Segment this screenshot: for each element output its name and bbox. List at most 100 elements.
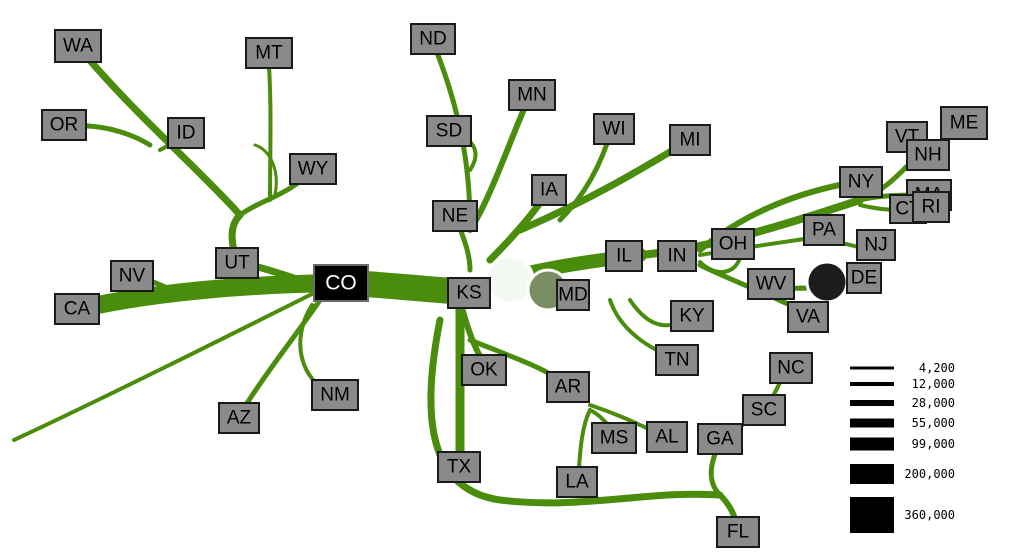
state-label-text: LA	[565, 472, 589, 493]
state-label-ga: GA	[697, 423, 743, 455]
state-label-wa: WA	[54, 29, 102, 63]
state-label-text: MS	[600, 428, 629, 449]
state-label-wi: WI	[593, 113, 635, 145]
state-label-text: IN	[668, 246, 687, 267]
flow-trunk-west	[66, 274, 349, 319]
state-label-text: GA	[706, 429, 734, 450]
state-label-mt: MT	[245, 37, 293, 69]
state-label-text: AL	[655, 427, 678, 448]
state-label-ky: KY	[670, 300, 714, 332]
state-label-text: MT	[255, 43, 283, 64]
state-label-text: WI	[602, 119, 625, 140]
state-label-text: SC	[751, 400, 777, 421]
state-label-ms: MS	[591, 422, 637, 454]
state-label-me: ME	[940, 106, 988, 140]
state-label-ri: RI	[912, 191, 950, 223]
legend-swatch	[850, 418, 894, 428]
state-label-tx: TX	[437, 451, 481, 483]
state-label-text: IA	[540, 180, 558, 201]
state-label-text: KS	[456, 283, 481, 304]
state-label-ny: NY	[839, 166, 883, 198]
state-label-text: SD	[436, 121, 462, 142]
legend-swatch	[850, 464, 894, 484]
state-label-text: AR	[555, 377, 581, 398]
state-label-text: FL	[727, 522, 749, 543]
state-label-sd: SD	[426, 115, 472, 147]
state-label-text: WV	[756, 274, 787, 295]
flow-branch-mn	[467, 92, 533, 233]
origin-hub-label: CO	[313, 264, 369, 302]
state-label-nc: NC	[769, 352, 813, 384]
flow-branch-wy2	[253, 143, 278, 197]
state-label-text: NE	[442, 206, 468, 227]
state-label-mn: MN	[508, 79, 556, 111]
state-label-text: OR	[50, 115, 79, 136]
state-label-pa: PA	[803, 214, 845, 246]
state-label-text: WY	[298, 159, 329, 180]
flow-branch-wa-or	[73, 41, 244, 219]
state-label-va: VA	[787, 301, 829, 333]
state-label-text: PA	[812, 220, 836, 241]
state-label-text: WA	[63, 36, 93, 57]
legend-value: 4,200	[919, 361, 955, 375]
marker-dark	[805, 260, 849, 304]
state-label-id: ID	[167, 117, 205, 149]
state-label-nm: NM	[311, 379, 359, 411]
state-label-nj: NJ	[856, 229, 896, 261]
state-label-text: NJ	[864, 235, 887, 256]
flow-branch-mt	[266, 50, 273, 202]
state-label-mi: MI	[669, 124, 711, 156]
legend-swatch	[850, 400, 894, 406]
state-label-or: OR	[41, 109, 87, 141]
state-label-md: MD	[556, 279, 590, 311]
state-label-text: MD	[558, 285, 588, 306]
state-label-text: KY	[679, 306, 705, 327]
legend-swatch	[850, 366, 894, 370]
state-label-text: UT	[224, 253, 250, 274]
state-label-text: OH	[719, 234, 748, 255]
state-label-text: TN	[664, 350, 689, 371]
legend-value: 360,000	[904, 508, 955, 522]
state-label-ar: AR	[546, 371, 590, 403]
state-labels: WAMTNDMNORIDSDWIMIVTMENHWYIANYMACTRINEPA…	[41, 23, 988, 548]
legend-value: 55,000	[912, 416, 955, 430]
state-label-text: VA	[796, 307, 820, 328]
state-label-text: IL	[616, 246, 632, 267]
flow-branch-az	[235, 297, 323, 421]
state-label-il: IL	[605, 240, 643, 272]
legend-value: 99,000	[912, 437, 955, 451]
state-label-text: TX	[447, 457, 472, 478]
state-label-ks: KS	[447, 277, 491, 309]
state-label-in: IN	[657, 240, 697, 272]
state-label-ia: IA	[531, 174, 567, 206]
legend-value: 12,000	[912, 377, 955, 391]
state-label-sc: SC	[742, 394, 786, 426]
legend: 4,200 12,000 28,000 55,000 99,000 200,000 360,…	[850, 361, 955, 533]
state-label-text: NC	[777, 358, 804, 379]
origin-hub-text: CO	[325, 272, 357, 295]
state-label-ca: CA	[54, 293, 100, 325]
state-label-ut: UT	[215, 247, 259, 279]
legend-value: 28,000	[912, 396, 955, 410]
marker-light	[485, 255, 535, 305]
state-label-text: NH	[914, 145, 941, 166]
state-label-text: CA	[64, 299, 91, 320]
state-label-oh: OH	[711, 228, 755, 260]
state-label-text: OK	[470, 360, 498, 381]
legend-swatch	[850, 437, 894, 451]
state-label-de: DE	[846, 262, 882, 294]
legend-value: 200,000	[904, 467, 955, 481]
state-label-nv: NV	[110, 260, 154, 292]
legend-swatch	[850, 382, 894, 386]
state-label-wv: WV	[747, 268, 795, 300]
state-label-text: ID	[177, 123, 196, 144]
flow-branch-offscreen	[12, 288, 322, 442]
state-label-wy: WY	[289, 153, 337, 185]
state-label-text: ME	[950, 113, 979, 134]
state-label-text: RI	[922, 197, 941, 218]
state-label-text: NV	[119, 266, 146, 287]
state-label-al: AL	[646, 421, 688, 453]
legend-swatch	[850, 497, 894, 533]
state-label-ok: OK	[461, 354, 507, 386]
